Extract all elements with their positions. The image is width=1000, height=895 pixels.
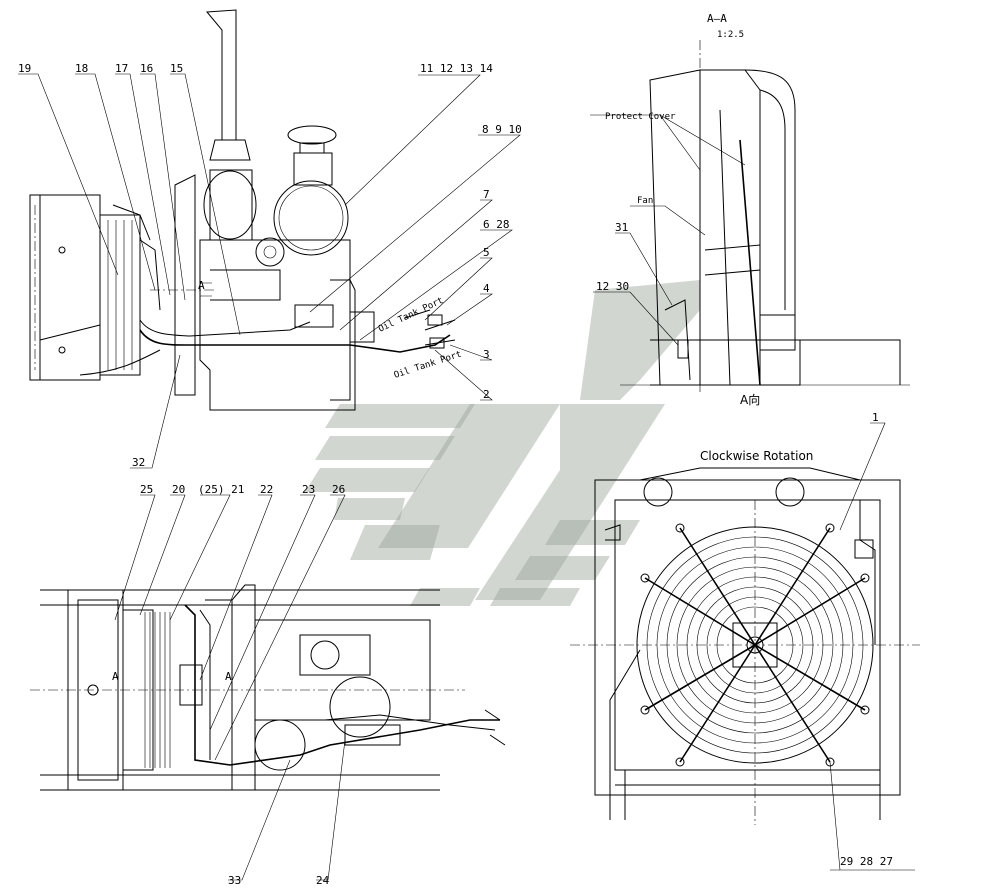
callout-23: 23 <box>302 483 315 496</box>
callout-33: 33 <box>228 874 241 887</box>
callouts: 19 18 17 16 15 11 12 13 14 8 9 10 7 6 28… <box>18 62 893 887</box>
callout-3: 3 <box>483 348 490 361</box>
callout-22: 22 <box>260 483 273 496</box>
section-aa-leaders <box>590 114 746 346</box>
callout-31: 31 <box>615 221 628 234</box>
plan-section-marker-a2: A <box>225 670 232 683</box>
callout-4: 4 <box>483 282 490 295</box>
callout-8-10: 8 9 10 <box>482 123 522 136</box>
plan-view: A A <box>30 584 506 791</box>
callout-16: 16 <box>140 62 153 75</box>
callout-15: 15 <box>170 62 183 75</box>
callout-24: 24 <box>316 874 330 887</box>
plan-view-leaders <box>114 494 346 881</box>
fan-view-leaders <box>829 422 915 871</box>
callout-1: 1 <box>872 411 879 424</box>
callout-20: 20 <box>172 483 185 496</box>
fan-label: Fan <box>637 196 653 206</box>
plan-section-marker-a1: A <box>112 670 119 683</box>
callout-6-28: 6 28 <box>483 218 510 231</box>
callout-7: 7 <box>483 188 490 201</box>
callout-25b-21: (25) 21 <box>198 483 244 496</box>
callout-17: 17 <box>115 62 128 75</box>
protect-cover-label: Protect Cover <box>605 112 676 122</box>
callout-26: 26 <box>332 483 345 496</box>
view-arrow-label: A向 <box>740 392 760 407</box>
callout-2: 2 <box>483 388 490 401</box>
side-elevation-view: A <box>29 9 456 411</box>
callout-32: 32 <box>132 456 145 469</box>
callout-11-14: 11 12 13 14 <box>420 62 493 75</box>
section-marker-a: A <box>198 279 205 292</box>
callout-19: 19 <box>18 62 31 75</box>
callout-5: 5 <box>483 246 490 259</box>
watermark-logo <box>305 280 700 606</box>
section-scale: 1:2.5 <box>717 30 744 40</box>
rotation-label: Clockwise Rotation <box>700 449 813 463</box>
callout-12-30: 12 30 <box>596 280 629 293</box>
section-aa-view <box>620 40 910 395</box>
top-left-leaders <box>18 73 521 469</box>
section-title: A—A <box>707 12 727 25</box>
fan-front-view <box>570 467 920 825</box>
callout-18: 18 <box>75 62 88 75</box>
callout-25: 25 <box>140 483 153 496</box>
callout-29-28-27: 29 28 27 <box>840 855 893 868</box>
